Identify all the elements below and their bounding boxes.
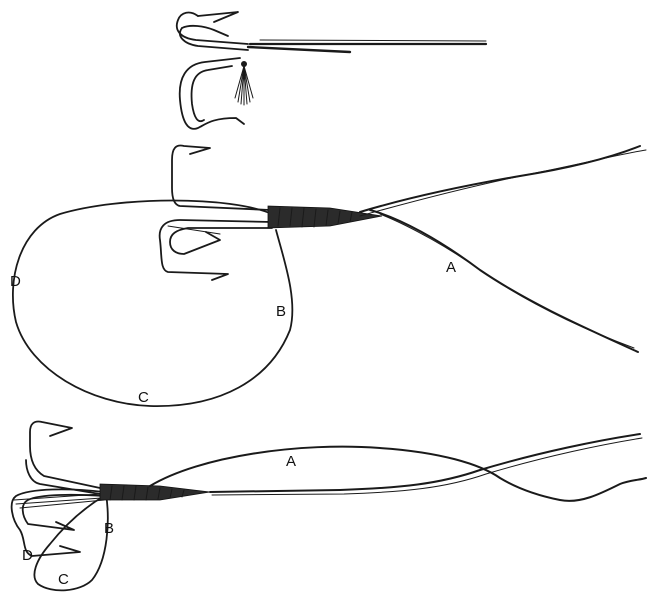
middle-whipping [268, 206, 382, 228]
middle-label-b: B [276, 303, 286, 320]
top-hook-upper-barb [198, 12, 238, 22]
top-shank [248, 47, 350, 52]
bottom-loop [34, 494, 107, 590]
top-gut-line-edge [260, 40, 486, 41]
middle-hook-lower-inner [170, 228, 272, 254]
middle-gut-upper-edge [360, 150, 646, 216]
bottom-label-c: C [58, 571, 69, 588]
bottom-gut-straight-edge [212, 438, 642, 495]
middle-figure-loop: D C B A [10, 146, 646, 407]
middle-label-c: C [138, 389, 149, 406]
bottom-label-b: B [104, 520, 114, 537]
bottom-figure-loop: A B D C [12, 421, 646, 590]
bottom-label-d: D [22, 547, 33, 564]
middle-hook-lower [160, 220, 272, 280]
middle-label-d: D [10, 273, 21, 290]
middle-gut-lower-edge [380, 214, 634, 348]
bottom-gut-straight [210, 434, 640, 492]
middle-label-a: A [446, 259, 456, 276]
top-hook-second-barb [182, 26, 228, 36]
bottom-hook-upper [30, 421, 100, 488]
bottom-label-a: A [286, 453, 296, 470]
top-tassel [235, 61, 253, 105]
top-hook-lower-inner [192, 66, 232, 121]
bottom-hook-lower-inner [23, 495, 104, 530]
middle-loop [13, 201, 292, 407]
top-figure-treble-hook [177, 12, 486, 129]
bottom-whipping [100, 484, 210, 500]
middle-gut-lower [370, 210, 638, 352]
top-hook-upper-bend [177, 13, 248, 44]
middle-gut-upper [360, 146, 640, 212]
